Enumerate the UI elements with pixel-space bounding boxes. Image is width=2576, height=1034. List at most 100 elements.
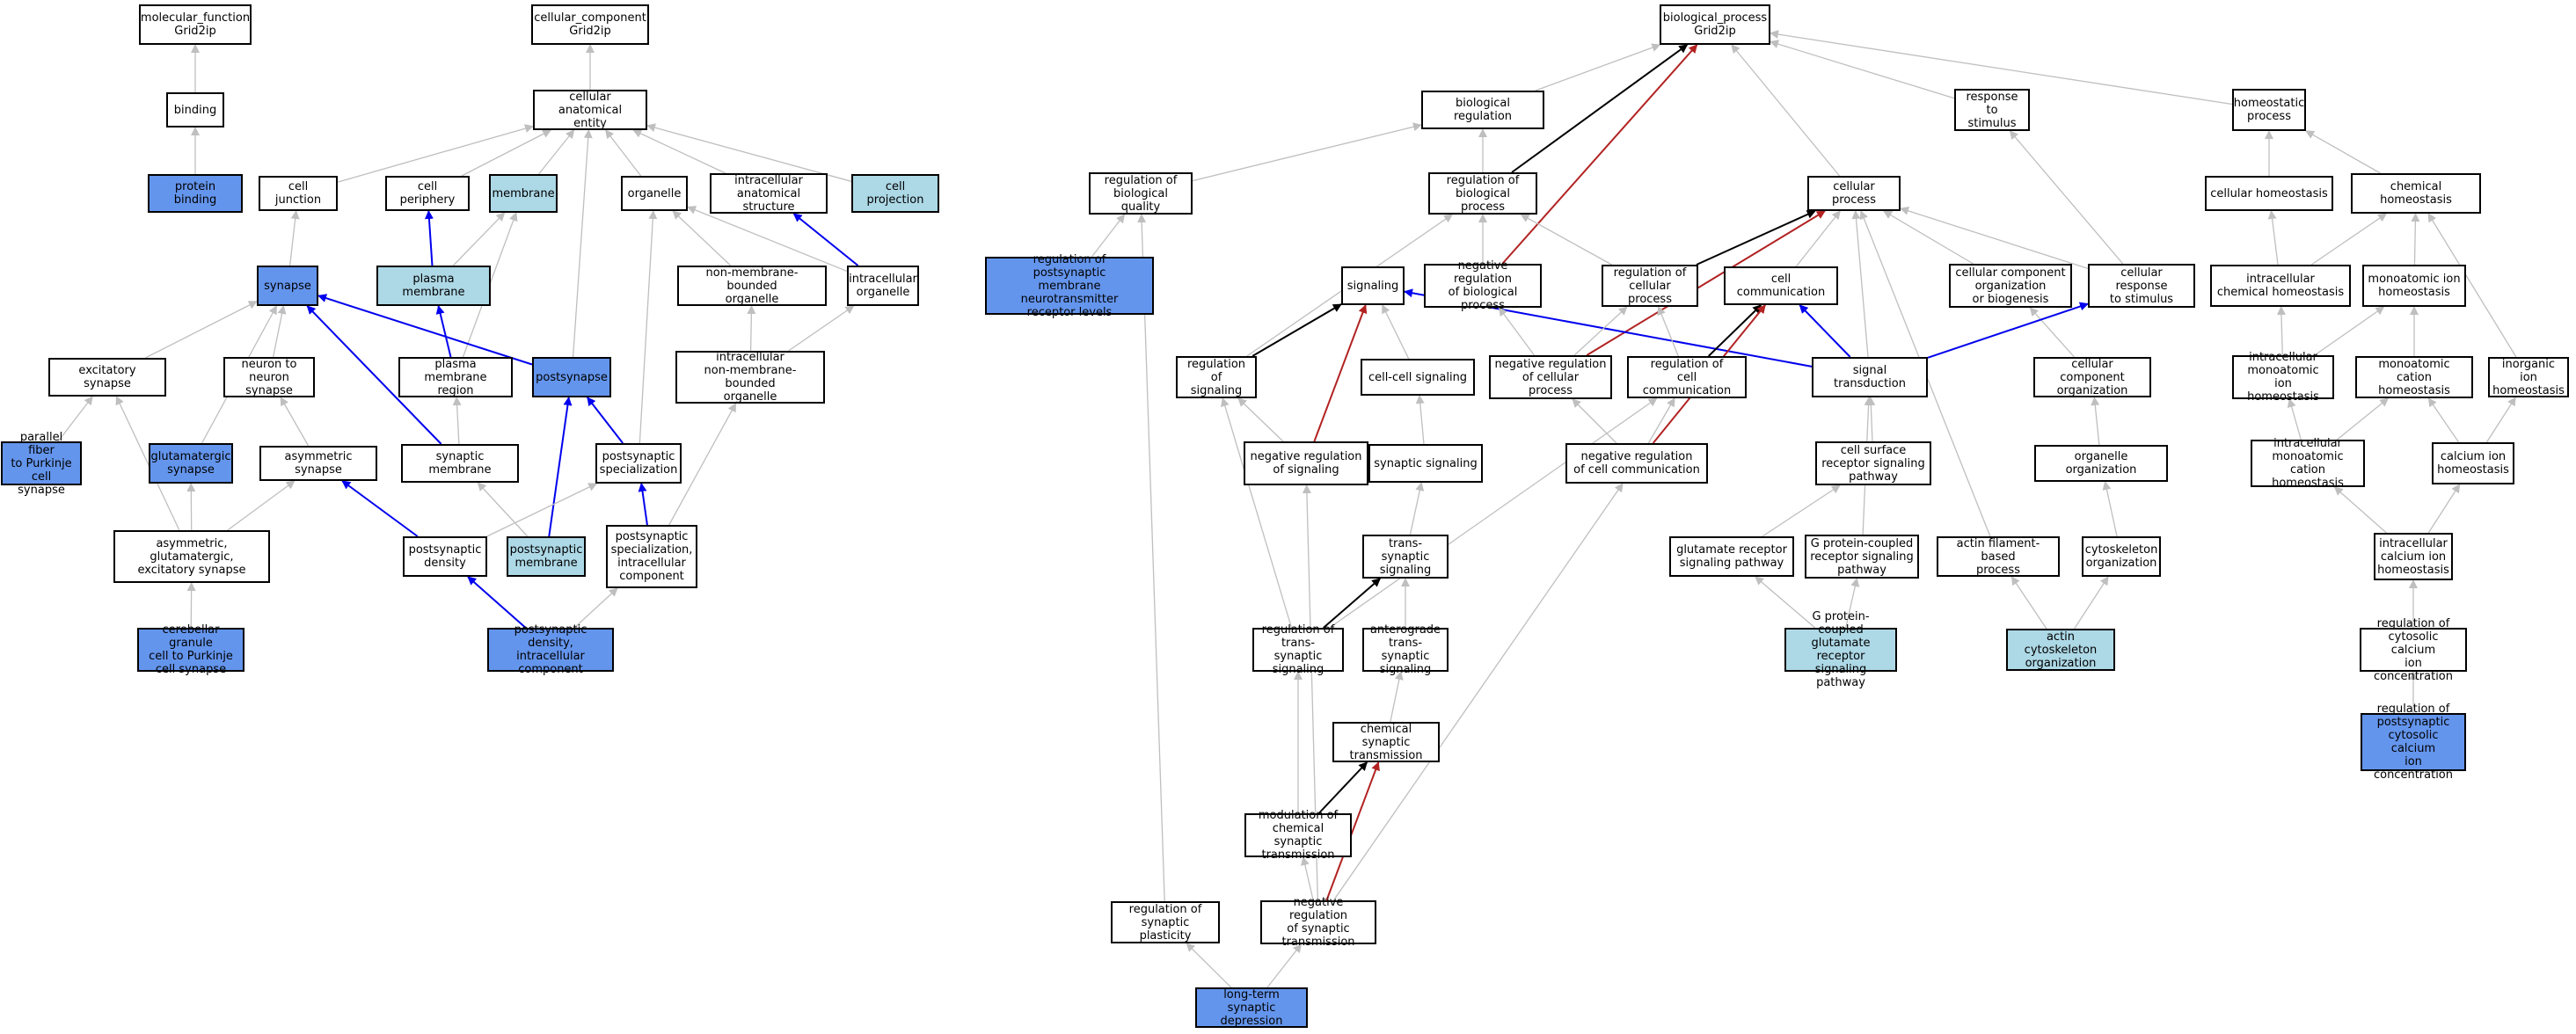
node-antero-tss[interactable]: anterograde trans-synaptic signaling <box>1362 623 1449 676</box>
edge-chem_homeo-to-homeo_proc <box>2305 130 2381 174</box>
node-ic-chem-homeo[interactable]: intracellular chemical homeostasis <box>2210 265 2351 307</box>
node-cell-junction[interactable]: cell junction <box>259 176 338 211</box>
edge-neg_reg_cell_comm-to-neg_reg_cell_proc <box>1572 398 1617 444</box>
node-ca-homeo[interactable]: calcium ion homeostasis <box>2432 442 2514 484</box>
node-nmbo[interactable]: non-membrane-bounded organelle <box>677 266 827 306</box>
node-pf-purkinje[interactable]: parallel fiber to Purkinje cell synapse <box>1 431 82 497</box>
node-mai-homeo[interactable]: monoatomic ion homeostasis <box>2362 265 2466 307</box>
node-homeo-proc[interactable]: homeostatic process <box>2232 89 2306 131</box>
node-ic-mai-homeo[interactable]: intracellular monoatomic ion homeostasis <box>2232 351 2334 404</box>
node-ias[interactable]: intracellular anatomical structure <box>710 173 828 214</box>
node-reg-bio-proc[interactable]: regulation of biological process <box>1428 172 1537 215</box>
node-ccob[interactable]: cellular component organization or bioge… <box>1949 264 2072 308</box>
node-cc-signaling[interactable]: cell-cell signaling <box>1361 359 1475 396</box>
node-ps-spec[interactable]: postsynaptic specialization <box>595 443 682 484</box>
node-cyto-org[interactable]: cytoskeleton organization <box>2082 536 2161 577</box>
node-syn-signaling[interactable]: synaptic signaling <box>1368 444 1483 483</box>
node-psd[interactable]: postsynaptic density <box>403 536 487 577</box>
node-neg-reg-syn-trans[interactable]: negative regulation of synaptic transmis… <box>1260 896 1376 949</box>
edge-postsynapse-to-synapse <box>317 294 533 366</box>
node-syn-membrane[interactable]: synaptic membrane <box>401 444 519 483</box>
node-binding[interactable]: binding <box>166 92 224 127</box>
node-cell-homeo[interactable]: cellular homeostasis <box>2205 176 2333 211</box>
edge-mai_homeo-to-chem_homeo <box>2411 213 2420 266</box>
edge-reg_tss-to-trans_syn_sig <box>1323 578 1381 629</box>
node-reg-signaling[interactable]: regulation of signaling <box>1176 356 1257 398</box>
node-trans-syn-sig[interactable]: trans-synaptic signaling <box>1362 535 1449 579</box>
node-reg-cell-proc[interactable]: regulation of cellular process <box>1602 265 1698 307</box>
node-excitatory-synapse[interactable]: excitatory synapse <box>48 358 166 397</box>
edge-psd-to-ps_spec <box>486 483 598 537</box>
node-ps-spec-ic[interactable]: postsynaptic specialization, intracellul… <box>606 525 697 588</box>
node-protein-binding[interactable]: protein binding <box>148 174 243 213</box>
edge-gpc_glut_rsp-to-gpcrsp <box>1845 578 1860 629</box>
node-glut-synapse[interactable]: glutamatergic synapse <box>149 443 233 484</box>
node-cell-resp-stim[interactable]: cellular response to stimulus <box>2088 264 2195 308</box>
node-cell-comm[interactable]: cell communication <box>1724 266 1838 305</box>
node-reg-syn-plast[interactable]: regulation of synaptic plasticity <box>1111 901 1220 943</box>
node-cell-periphery[interactable]: cell periphery <box>385 176 470 211</box>
node-gpcrsp[interactable]: G protein-coupled receptor signaling pat… <box>1805 535 1919 579</box>
node-chem-syn-trans[interactable]: chemical synaptic transmission <box>1332 722 1440 762</box>
edge-ias-to-cae <box>632 129 726 174</box>
node-neg-reg-signaling[interactable]: negative regulation of signaling <box>1244 441 1368 485</box>
node-synapse[interactable]: synapse <box>257 266 318 306</box>
node-neg-reg-bio-proc[interactable]: negative regulation of biological proces… <box>1424 259 1542 312</box>
node-age-synapse[interactable]: asymmetric, glutamatergic, excitatory sy… <box>113 530 270 583</box>
edge-age_synapse-to-glut_synapse <box>186 483 196 531</box>
node-reg-cyto-ca[interactable]: regulation of cytosolic calcium ion conc… <box>2360 617 2467 683</box>
node-membrane[interactable]: membrane <box>489 174 558 213</box>
node-cellular-proc[interactable]: cellular process <box>1807 176 1901 211</box>
node-pm-region[interactable]: plasma membrane region <box>398 357 513 397</box>
edge-actin_cyto_org-to-afbp <box>2010 576 2047 630</box>
edge-ps_membrane-to-syn_membrane <box>477 482 529 537</box>
node-inmbo[interactable]: intracellular non-membrane-bounded organ… <box>675 351 825 404</box>
edge-ca_homeo-to-mac_homeo <box>2427 397 2460 443</box>
node-cae[interactable]: cellular anatomical entity <box>533 90 647 130</box>
node-reg-ps-cyto-ca[interactable]: regulation of postsynaptic cytosolic cal… <box>2361 703 2466 782</box>
node-mod-chem-syn[interactable]: modulation of chemical synaptic transmis… <box>1244 809 1352 862</box>
node-reg-tss[interactable]: regulation of trans-synaptic signaling <box>1252 623 1344 676</box>
edge-plasma_membrane-to-cell_periphery <box>424 210 434 266</box>
node-signaling[interactable]: signaling <box>1341 266 1405 305</box>
node-cc-org[interactable]: cellular component organization <box>2033 357 2151 397</box>
node-n2n-synapse[interactable]: neuron to neuron synapse <box>223 357 315 397</box>
node-neg-reg-cell-proc[interactable]: negative regulation of cellular process <box>1489 355 1612 399</box>
node-reg-bio-quality[interactable]: regulation of biological quality <box>1089 172 1193 215</box>
node-mac-homeo[interactable]: monoatomic cation homeostasis <box>2355 356 2473 398</box>
edge-cell_junction-to-cae <box>337 124 534 183</box>
node-io[interactable]: intracellular organelle <box>847 266 919 306</box>
node-reg-pnr-levels[interactable]: regulation of postsynaptic membrane neur… <box>985 253 1154 319</box>
node-cell-projection[interactable]: cell projection <box>851 174 939 213</box>
edge-n2n_synapse-to-synapse <box>273 305 287 358</box>
node-ic-mac-homeo[interactable]: intracellular monoatomic cation homeosta… <box>2251 437 2365 490</box>
node-asym-synapse[interactable]: asymmetric synapse <box>259 446 377 481</box>
node-psd-ic[interactable]: postsynaptic density, intracellular comp… <box>487 623 614 676</box>
node-bio-reg[interactable]: biological regulation <box>1421 91 1544 129</box>
node-organelle-org[interactable]: organelle organization <box>2034 445 2168 482</box>
node-ps-membrane[interactable]: postsynaptic membrane <box>507 536 586 577</box>
node-ltd[interactable]: long-term synaptic depression <box>1195 987 1308 1028</box>
edge-neg_reg_signaling-to-reg_signaling <box>1237 397 1284 442</box>
node-actin-cyto-org[interactable]: actin cytoskeleton organization <box>2006 629 2115 671</box>
node-gpc-glut-rsp[interactable]: G protein-coupled glutamate receptor sig… <box>1784 610 1897 689</box>
node-postsynapse[interactable]: postsynapse <box>532 357 611 397</box>
node-organelle[interactable]: organelle <box>621 176 688 211</box>
node-resp-stim[interactable]: response to stimulus <box>1954 89 2030 131</box>
node-cgc-purkinje[interactable]: cerebellar granule cell to Purkinje cell… <box>137 623 244 676</box>
node-grsp[interactable]: glutamate receptor signaling pathway <box>1669 536 1794 577</box>
node-sig-trans[interactable]: signal transduction <box>1812 357 1928 397</box>
node-chem-homeo[interactable]: chemical homeostasis <box>2351 173 2481 214</box>
node-reg-cell-comm[interactable]: regulation of cell communication <box>1627 356 1747 398</box>
node-csrsp[interactable]: cell surface receptor signaling pathway <box>1815 441 1931 485</box>
edge-ps_spec_ic-to-ps_spec <box>638 483 648 526</box>
node-afbp[interactable]: actin filament-based process <box>1937 536 2060 577</box>
node-ic-ca-homeo[interactable]: intracellular calcium ion homeostasis <box>2374 533 2453 580</box>
node-mf[interactable]: molecular_function Grid2ip <box>139 4 252 45</box>
node-bp[interactable]: biological_process Grid2ip <box>1660 4 1770 45</box>
node-neg-reg-cell-comm[interactable]: negative regulation of cell communicatio… <box>1565 443 1708 484</box>
node-inorg-ion-homeo[interactable]: inorganic ion homeostasis <box>2488 357 2569 397</box>
node-cc[interactable]: cellular_component Grid2ip <box>531 4 649 45</box>
edge-ps_membrane-to-postsynapse <box>548 397 573 537</box>
node-plasma-membrane[interactable]: plasma membrane <box>376 266 491 306</box>
